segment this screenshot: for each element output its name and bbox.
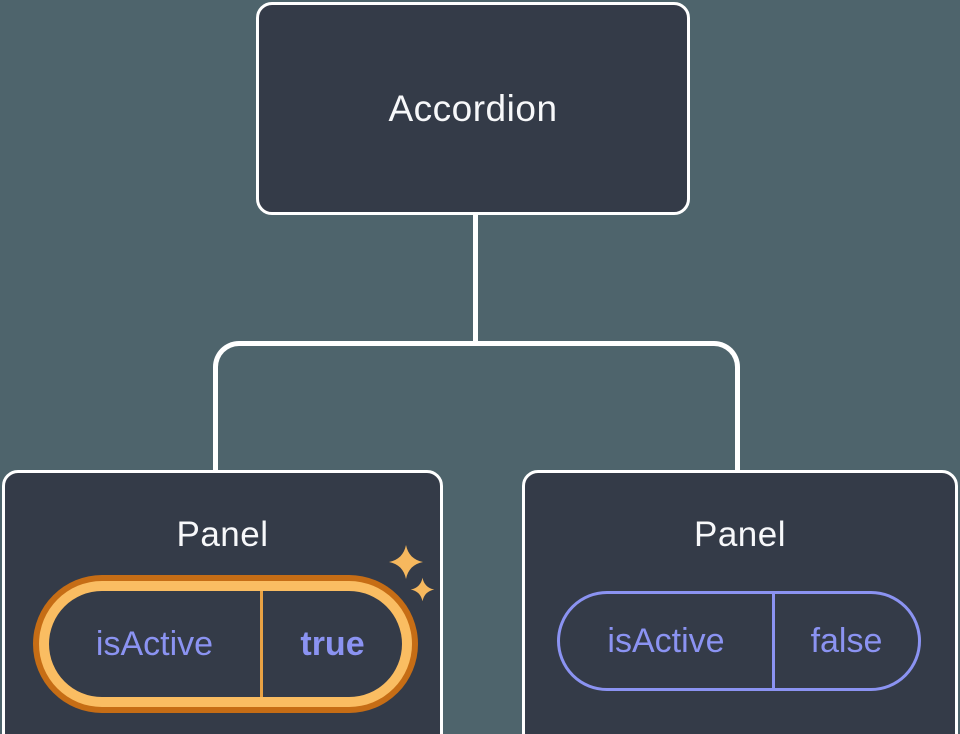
panel-label: Panel	[176, 515, 269, 554]
state-key: isActive	[607, 621, 725, 660]
accordion-node: Accordion	[256, 2, 690, 215]
state-pill-inactive: isActive false	[557, 591, 921, 691]
connector-stem	[473, 214, 478, 342]
state-pill-active-ring: isActive true	[39, 581, 412, 707]
panel-label: Panel	[693, 515, 787, 554]
state-pill-active-body: isActive true	[49, 591, 402, 697]
sparkle-icon	[410, 577, 435, 602]
pill-divider	[772, 594, 775, 688]
state-pill-active: isActive true	[33, 575, 418, 713]
state-value: true	[300, 624, 365, 663]
panel-node-active: Panel isActive true	[2, 470, 443, 734]
pill-divider	[260, 591, 263, 697]
connector-branch	[213, 341, 740, 474]
state-key: isActive	[95, 624, 214, 663]
accordion-label: Accordion	[388, 87, 558, 129]
state-value: false	[810, 621, 883, 660]
panel-node-inactive: Panel isActive false	[522, 470, 958, 734]
sparkle-icon	[389, 545, 423, 579]
